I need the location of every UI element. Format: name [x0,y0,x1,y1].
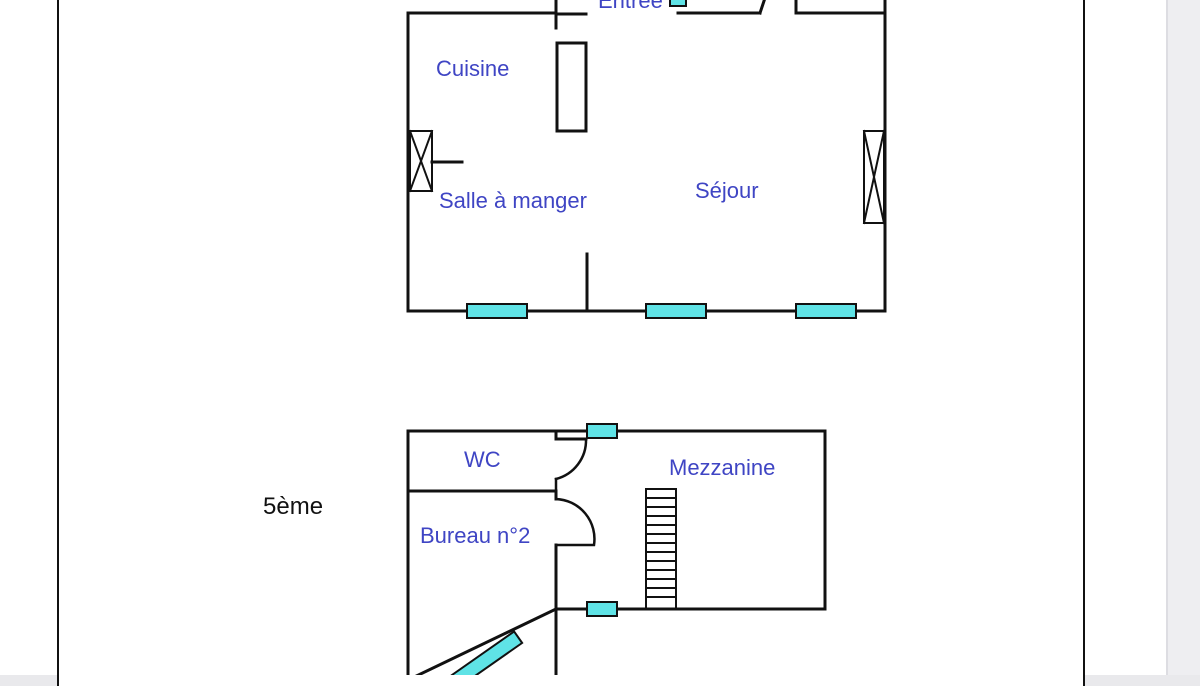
room-label-bureau: Bureau n°2 [420,523,531,548]
windows [450,0,857,675]
window-entree [669,0,687,7]
document-viewer: Entrée Cuisine Salle à manger Séjour 5èm… [0,0,1168,686]
room-label-salle-a-manger: Salle à manger [439,188,587,213]
vertical-scrollbar[interactable] [1168,0,1200,675]
room-label-mezzanine: Mezzanine [669,455,776,480]
floor-level-label: 5ème [263,493,324,520]
door-swings [554,437,596,547]
floor-plan-drawing [406,0,887,675]
room-label-sejour: Séjour [695,178,759,203]
room-label-wc: WC [464,447,501,472]
document-page [57,0,1085,686]
staircase [645,488,677,610]
room-label-entree: Entrée [598,0,663,13]
window-salle-a-manger [466,303,528,319]
window-sejour-1 [645,303,707,319]
upper-floor-vents [408,129,886,225]
window-sejour-2 [795,303,857,319]
window-bureau-diagonal [450,630,524,675]
upper-floor-walls [406,0,887,313]
room-label-cuisine: Cuisine [436,56,510,81]
window-mezzanine-bottom [586,601,618,617]
window-mezzanine-top [586,423,618,439]
scrollbar-divider [1166,0,1168,675]
